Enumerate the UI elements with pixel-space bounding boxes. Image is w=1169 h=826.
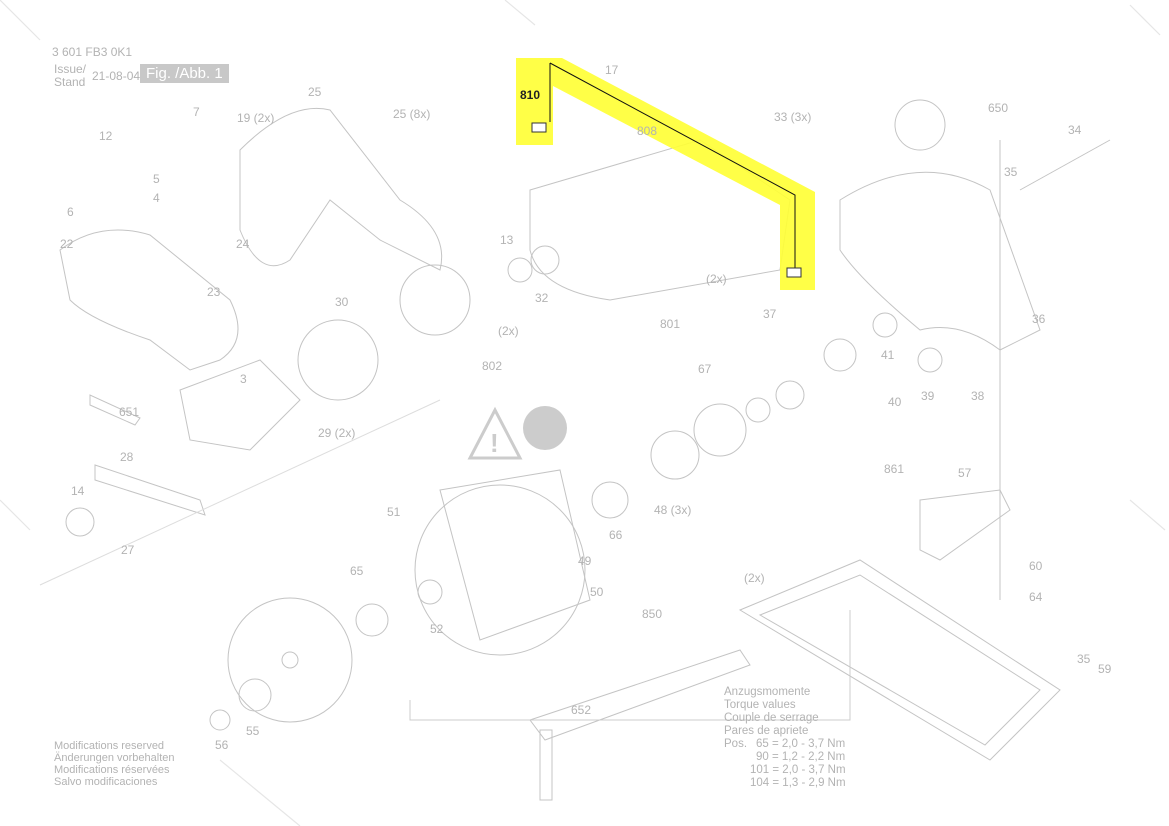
part-label: 652	[571, 703, 592, 717]
part-label: 7	[193, 105, 200, 119]
note-line: Änderungen vorbehalten	[54, 752, 175, 764]
part-label: 6	[67, 205, 74, 219]
part-label: 32	[535, 291, 549, 305]
part-label: 651	[119, 405, 140, 419]
part-label: 57	[958, 466, 972, 480]
torque-title: Pares de apriete	[724, 725, 809, 737]
part-label: 40	[888, 395, 902, 409]
part-label: 24	[236, 237, 250, 251]
part-label: 51	[387, 505, 401, 519]
part-label: 22	[60, 237, 74, 251]
pos-label: Pos.	[724, 738, 748, 750]
part-label: 66	[609, 528, 623, 542]
note-line: Salvo modificaciones	[54, 776, 158, 788]
part-label: 59	[1098, 662, 1112, 676]
part-label: 49	[578, 554, 592, 568]
part-label: 29 (2x)	[318, 426, 356, 440]
torque-title: Anzugsmomente	[724, 686, 811, 698]
part-label: 67	[698, 362, 712, 376]
part-label: 17	[605, 63, 619, 77]
warning-icon: !	[467, 406, 523, 460]
torque-row: 104 = 1,3 - 2,9 Nm	[750, 777, 846, 789]
part-label: 35	[1077, 652, 1091, 666]
part-label: 25	[308, 85, 322, 99]
torque-values: Anzugsmomente Torque values Couple de se…	[724, 686, 846, 790]
part-label: 38	[971, 389, 985, 403]
date: 21-08-04	[92, 69, 141, 83]
part-label: 30	[335, 295, 349, 309]
part-label: 60	[1029, 559, 1043, 573]
part-label: 14	[71, 484, 85, 498]
part-label: 37	[763, 307, 777, 321]
modifications-note: Modifications reserved Änderungen vorbeh…	[54, 740, 174, 788]
part-label: (2x)	[744, 571, 765, 585]
issue-label: Issue/	[54, 62, 87, 76]
part-label: 39	[921, 389, 935, 403]
part-label: 802	[482, 359, 503, 373]
figure-label: Fig. /Abb. 1	[140, 64, 229, 83]
part-label: 4	[153, 191, 160, 205]
read-manual-icon	[523, 406, 567, 450]
torque-row: 90 = 1,2 - 2,2 Nm	[756, 751, 846, 763]
part-number: 3 601 FB3 0K1	[52, 45, 133, 59]
part-label: (2x)	[498, 324, 519, 338]
part-label: 3	[240, 372, 247, 386]
part-label: 36	[1032, 312, 1046, 326]
part-label: 650	[988, 101, 1009, 115]
part-label: 65	[350, 564, 364, 578]
part-label: 5	[153, 172, 160, 186]
highlight-label: 810	[520, 88, 541, 102]
part-label: 12	[99, 129, 113, 143]
part-label: 801	[660, 317, 681, 331]
part-label: 50	[590, 585, 604, 599]
part-label: 34	[1068, 123, 1082, 137]
part-label: 48 (3x)	[654, 503, 692, 517]
torque-title: Couple de serrage	[724, 712, 819, 724]
part-label: 808	[637, 124, 658, 138]
torque-title: Torque values	[724, 699, 796, 711]
part-label: 27	[121, 543, 135, 557]
part-label: 850	[642, 607, 663, 621]
torque-row: 65 = 2,0 - 3,7 Nm	[756, 738, 846, 750]
part-label: 56	[215, 738, 229, 752]
part-label: 25 (8x)	[393, 107, 431, 121]
part-label: 64	[1029, 590, 1043, 604]
part-label: 23	[207, 285, 221, 299]
stand-label: Stand	[54, 75, 86, 89]
note-line: Modifications reserved	[54, 740, 165, 752]
part-label: 861	[884, 462, 905, 476]
part-label: 41	[881, 348, 895, 362]
svg-text:!: !	[490, 428, 499, 458]
part-label: 55	[246, 724, 260, 738]
note-line: Modifications réservées	[54, 764, 170, 776]
highlight-810	[516, 58, 815, 290]
part-label: 33 (3x)	[774, 110, 812, 124]
part-label: 13	[500, 233, 514, 247]
part-label: 35	[1004, 165, 1018, 179]
part-label: 19 (2x)	[237, 111, 275, 125]
part-label: (2x)	[706, 272, 727, 286]
part-label: 52	[430, 622, 444, 636]
torque-row: 101 = 2,0 - 3,7 Nm	[750, 764, 846, 776]
part-label: 28	[120, 450, 134, 464]
